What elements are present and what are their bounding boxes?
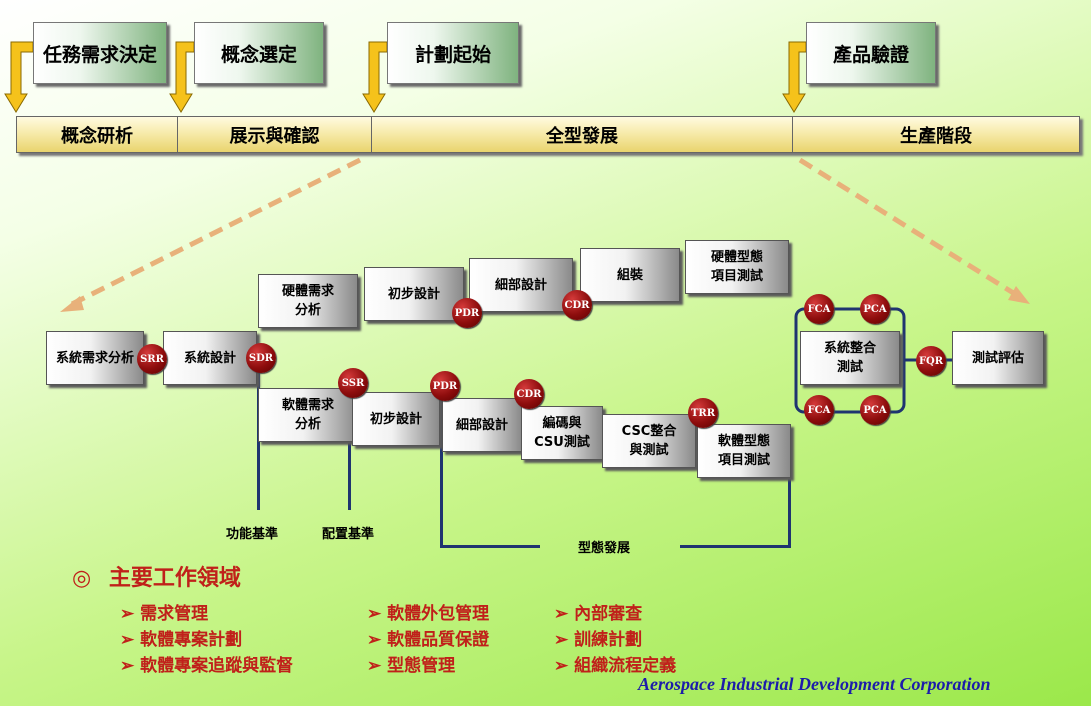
work-area-label: 需求管理 bbox=[140, 604, 209, 624]
arrow-bullet-icon: ➢ bbox=[554, 656, 569, 676]
arrow-bullet-icon: ➢ bbox=[367, 656, 382, 676]
bullet-icon: ◎ bbox=[72, 565, 92, 591]
review-ssr: SSR bbox=[338, 368, 368, 398]
phase-production: 生產階段 bbox=[900, 125, 972, 147]
review-fqr: FQR bbox=[916, 346, 946, 376]
box-system-design: 系統設計 bbox=[163, 331, 257, 385]
arrow-bullet-icon: ➢ bbox=[554, 604, 569, 624]
footer-company-name: Aerospace Industrial Development Corpora… bbox=[638, 674, 991, 694]
box-sw-config-item-test: 軟體型態 項目測試 bbox=[697, 424, 791, 478]
arrow-bullet-icon: ➢ bbox=[120, 656, 135, 676]
work-area-label: 軟體外包管理 bbox=[387, 604, 490, 624]
dev-line-left bbox=[440, 372, 443, 548]
arrow-bullet-icon: ➢ bbox=[120, 630, 135, 650]
label-functional-baseline: 功能基準 bbox=[226, 527, 279, 542]
work-area-item: ➢ 軟體品質保證 bbox=[367, 625, 489, 650]
phase-bar: 概念研析 展示與確認 全型發展 生產階段 bbox=[16, 116, 1080, 153]
review-pdr-hw: PDR bbox=[452, 298, 482, 328]
label-allocated-baseline: 配置基準 bbox=[322, 527, 375, 542]
box-hw-config-item-test: 硬體型態 項目測試 bbox=[685, 240, 789, 294]
work-area-label: 軟體品質保證 bbox=[387, 630, 490, 650]
work-area-label: 軟體專案計劃 bbox=[140, 630, 243, 650]
review-srr: SRR bbox=[137, 344, 167, 374]
milestone-arrow-4 bbox=[782, 41, 807, 113]
work-area-item: ➢ 訓練計劃 bbox=[554, 625, 642, 650]
milestone-product-verify: 產品驗證 bbox=[806, 22, 936, 84]
box-system-requirements: 系統需求分析 bbox=[46, 331, 144, 385]
arrow-bullet-icon: ➢ bbox=[367, 604, 382, 624]
fan-arrow-right-head bbox=[1008, 286, 1030, 304]
work-area-item: ➢ 組織流程定義 bbox=[554, 651, 676, 676]
work-areas-title: 主要工作領域 bbox=[108, 565, 241, 591]
box-test-evaluation: 測試評估 bbox=[952, 331, 1044, 385]
box-system-integration-test: 系統整合 測試 bbox=[800, 331, 900, 385]
box-hw-detailed-design: 細部設計 bbox=[469, 258, 573, 312]
review-trr: TRR bbox=[688, 398, 718, 428]
work-area-label: 組織流程定義 bbox=[574, 656, 677, 676]
fan-arrow-left-line bbox=[70, 157, 362, 307]
review-fca-bottom: FCA bbox=[804, 395, 834, 425]
label-config-development: 型態發展 bbox=[578, 541, 631, 556]
work-area-item: ➢ 需求管理 bbox=[120, 599, 208, 624]
milestone-program-start: 計劃起始 bbox=[387, 22, 519, 84]
phase-concept-study: 概念研析 bbox=[17, 117, 178, 152]
review-pca-bottom: PCA bbox=[860, 395, 890, 425]
box-hw-preliminary-design: 初步設計 bbox=[364, 267, 464, 321]
work-areas-heading: ◎ 主要工作領域 bbox=[72, 560, 241, 592]
milestone-arrow-1 bbox=[4, 41, 34, 113]
work-area-item: ➢ 軟體專案計劃 bbox=[120, 625, 242, 650]
box-hw-assembly: 組裝 bbox=[580, 248, 680, 302]
review-fca-top: FCA bbox=[804, 294, 834, 324]
work-area-item: ➢ 型態管理 bbox=[367, 651, 455, 676]
milestone-arrow-3 bbox=[362, 41, 388, 113]
work-area-label: 內部審查 bbox=[574, 604, 643, 624]
phase-demo-validation: 展示與確認 bbox=[178, 117, 372, 152]
box-sw-preliminary-design: 初步設計 bbox=[352, 392, 440, 446]
milestone-arrow-2 bbox=[169, 41, 195, 113]
box-hw-requirements: 硬體需求 分析 bbox=[258, 274, 358, 328]
dev-line-right bbox=[788, 470, 791, 548]
milestone-concept-selected: 概念選定 bbox=[194, 22, 324, 84]
box-sw-code-csu-test: 編碼與 CSU測試 bbox=[521, 406, 603, 460]
box-sw-csc-integration: CSC整合 與測試 bbox=[602, 414, 696, 468]
review-pdr-sw: PDR bbox=[430, 371, 460, 401]
phase-full-development: 全型發展 bbox=[372, 117, 793, 152]
dev-line-bottom-b bbox=[680, 545, 791, 548]
review-cdr-hw: CDR bbox=[562, 290, 592, 320]
dev-line-bottom-a bbox=[440, 545, 540, 548]
work-area-item: ➢ 軟體專案追蹤與監督 bbox=[120, 651, 293, 676]
review-pca-top: PCA bbox=[860, 294, 890, 324]
work-area-item: ➢ 軟體外包管理 bbox=[367, 599, 489, 624]
review-sdr: SDR bbox=[246, 343, 276, 373]
fan-arrow-left-head bbox=[60, 296, 84, 312]
work-area-label: 型態管理 bbox=[387, 656, 456, 676]
review-cdr-sw: CDR bbox=[514, 379, 544, 409]
work-area-label: 軟體專案追蹤與監督 bbox=[140, 656, 294, 676]
arrow-bullet-icon: ➢ bbox=[367, 630, 382, 650]
box-sw-requirements: 軟體需求 分析 bbox=[258, 388, 358, 442]
box-sw-detailed-design: 細部設計 bbox=[442, 398, 522, 452]
milestone-mission-need: 任務需求決定 bbox=[33, 22, 167, 84]
arrow-bullet-icon: ➢ bbox=[554, 630, 569, 650]
arrow-bullet-icon: ➢ bbox=[120, 604, 135, 624]
work-area-label: 訓練計劃 bbox=[574, 630, 643, 650]
fan-arrow-right-line bbox=[798, 157, 1017, 297]
work-area-item: ➢ 內部審查 bbox=[554, 599, 642, 624]
